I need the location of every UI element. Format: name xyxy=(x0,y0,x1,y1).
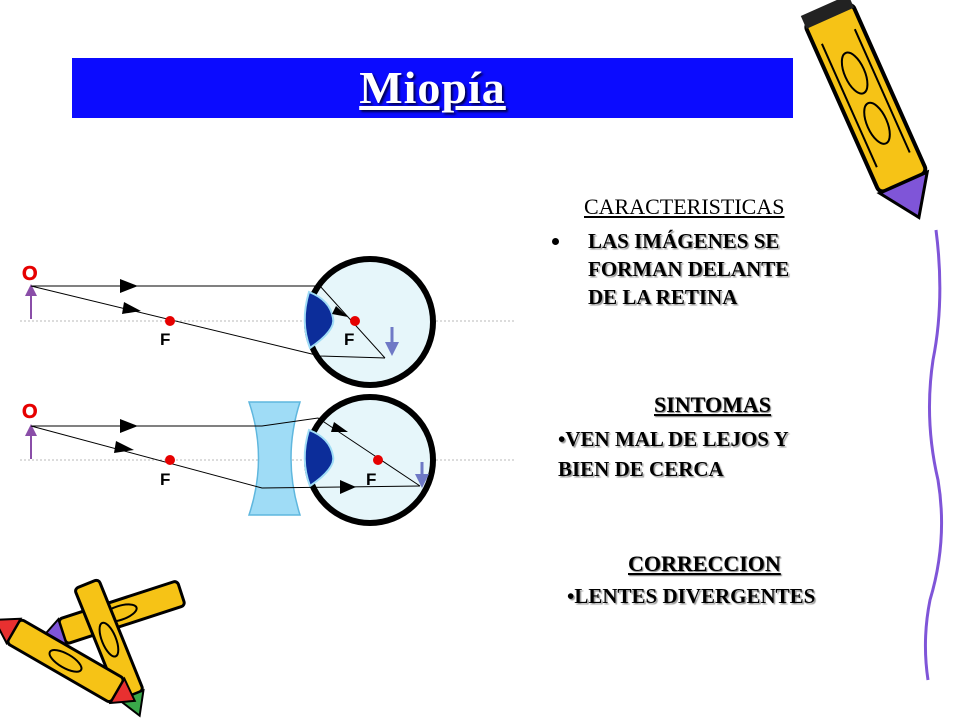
focus-point xyxy=(165,455,175,465)
caracteristicas-line-2: FORMAN DELANTE xyxy=(588,257,790,281)
crayons-icon xyxy=(0,578,186,718)
corrected-eye-diagram: O F F xyxy=(20,394,515,526)
object-arrow-icon xyxy=(25,424,37,459)
caracteristicas-heading: CARACTERISTICAS xyxy=(584,194,785,219)
bullet-icon xyxy=(552,238,559,245)
sintomas-line-1: •VEN MAL DE LEJOS Y xyxy=(558,427,789,451)
focus-label: F xyxy=(366,470,376,489)
focus-point xyxy=(373,455,383,465)
caracteristicas-line-3: DE LA RETINA xyxy=(588,285,738,309)
focus-label: F xyxy=(160,330,170,349)
focus-label: F xyxy=(160,470,170,489)
ray-2 xyxy=(30,425,421,489)
title-bar: Miopía xyxy=(72,58,793,118)
object-label: O xyxy=(22,263,38,285)
correccion-line-1: •LENTES DIVERGENTES xyxy=(567,584,816,608)
focus-label: F xyxy=(344,330,354,349)
wavy-border xyxy=(923,229,944,681)
correccion-heading: CORRECCION xyxy=(628,551,781,576)
myopia-eye-diagram: O F F xyxy=(20,256,515,388)
caracteristicas-line-1: LAS IMÁGENES SE xyxy=(588,229,780,253)
image-arrow-icon xyxy=(385,327,399,356)
sintomas-heading: SINTOMAS xyxy=(654,392,771,417)
focus-point xyxy=(165,316,175,326)
eye-lens xyxy=(303,428,335,488)
eye-lens xyxy=(303,290,335,350)
page-title: Miopía xyxy=(359,62,506,113)
image-arrow-icon xyxy=(415,462,429,488)
focus-point xyxy=(350,316,360,326)
diverging-lens-icon xyxy=(247,401,302,516)
ray-1 xyxy=(31,417,421,487)
pencil-icon xyxy=(800,0,930,220)
sintomas-line-2: BIEN DE CERCA xyxy=(558,457,724,481)
object-arrow-icon xyxy=(25,284,37,319)
object-label: O xyxy=(22,401,38,423)
